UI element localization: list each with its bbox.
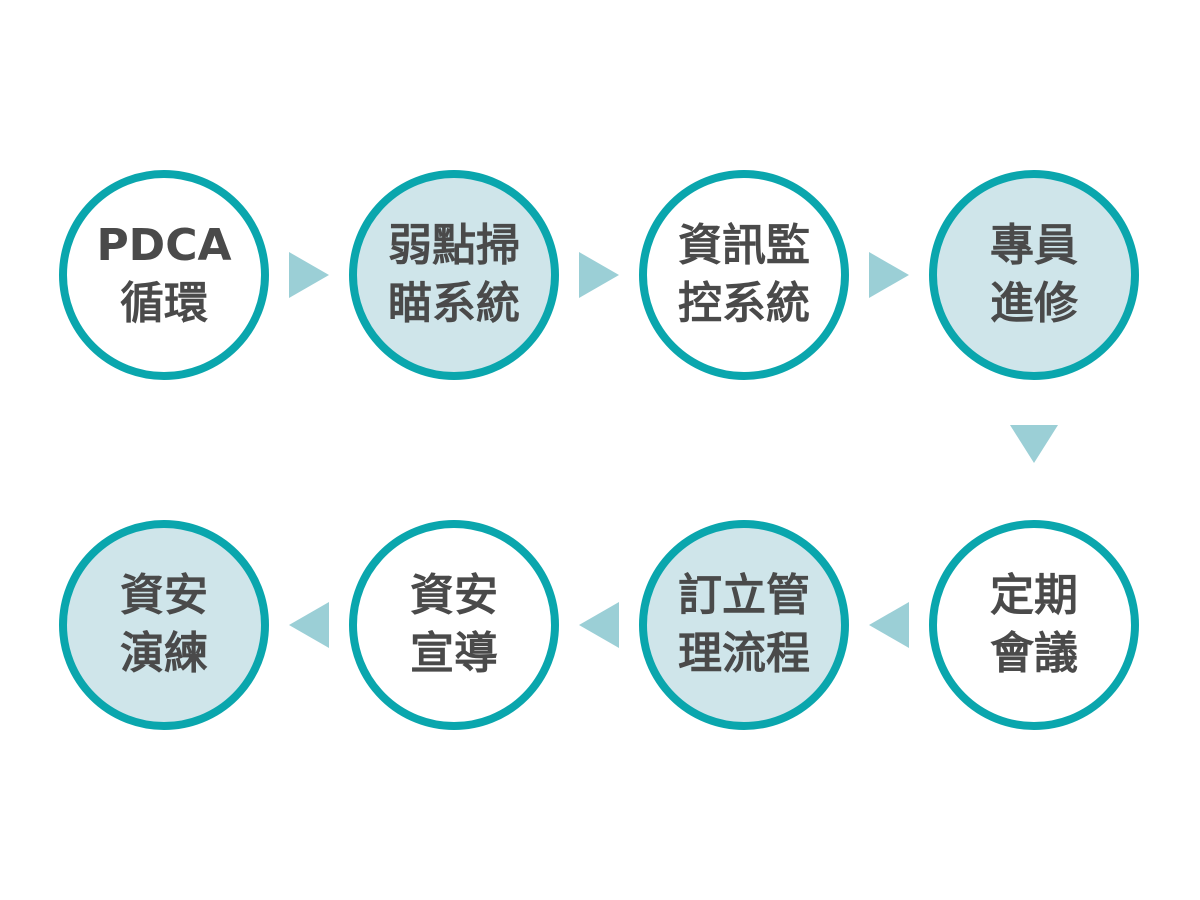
step-label-line2: 會議: [990, 628, 1078, 679]
step-label-line1: 訂立管: [678, 570, 810, 621]
step-label-line1: 弱點掃: [388, 220, 520, 271]
arrow-left-icon: [579, 602, 619, 648]
step-label-line2: 進修: [990, 278, 1078, 329]
step-label-line2: 瞄系統: [388, 278, 520, 329]
step-staff-training: 專員 進修: [929, 170, 1139, 380]
step-label-line1: 資安: [410, 570, 498, 621]
step-label-line2: 循環: [120, 278, 208, 329]
step-label-line1: PDCA: [96, 220, 232, 271]
step-security-awareness: 資安 宣導: [349, 520, 559, 730]
arrow-down-icon: [1010, 425, 1058, 463]
step-label-line2: 理流程: [678, 628, 810, 679]
step-label-line2: 宣導: [410, 628, 498, 679]
step-label-line2: 控系統: [678, 278, 810, 329]
step-pdca-cycle: PDCA 循環: [59, 170, 269, 380]
step-label-line2: 演練: [120, 628, 208, 679]
step-management-process: 訂立管 理流程: [639, 520, 849, 730]
step-label-line1: 資安: [120, 570, 208, 621]
step-information-monitoring-system: 資訊監 控系統: [639, 170, 849, 380]
arrow-right-icon: [579, 252, 619, 298]
step-label-line1: 定期: [990, 570, 1078, 621]
arrow-left-icon: [869, 602, 909, 648]
step-label-line1: 專員: [990, 220, 1078, 271]
step-label-line1: 資訊監: [678, 220, 810, 271]
arrow-right-icon: [869, 252, 909, 298]
step-regular-meetings: 定期 會議: [929, 520, 1139, 730]
step-security-drill: 資安 演練: [59, 520, 269, 730]
arrow-left-icon: [289, 602, 329, 648]
step-vulnerability-scan-system: 弱點掃 瞄系統: [349, 170, 559, 380]
arrow-right-icon: [289, 252, 329, 298]
